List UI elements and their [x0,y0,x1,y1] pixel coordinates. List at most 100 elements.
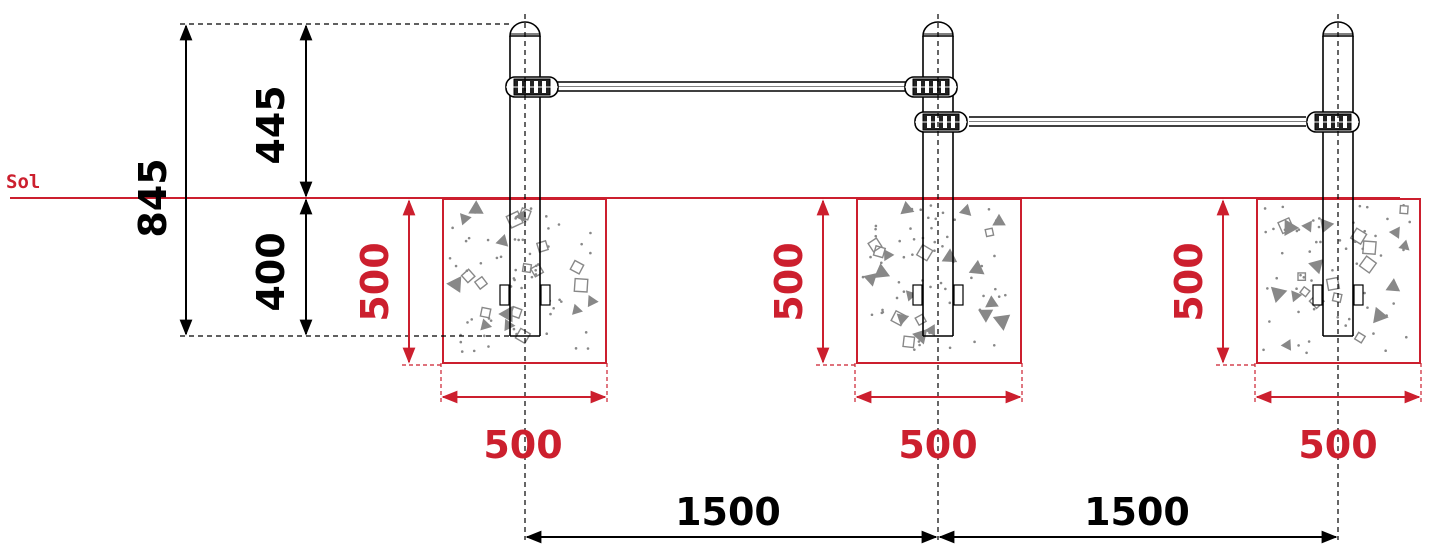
concrete-aggregate [529,263,545,278]
concrete-dot [987,207,991,211]
concrete-dot [584,331,588,334]
concrete-dot [993,254,996,258]
concrete-dot [933,249,936,253]
concrete-aggregate [873,263,891,279]
concrete-aggregate [1385,278,1401,292]
footing-1 [442,198,607,364]
concrete-aggregate [968,259,985,275]
concrete-dot [1386,217,1389,221]
total-height-value: 845 [131,158,175,237]
rail-lower [969,116,1306,127]
concrete-dot [912,237,916,241]
concrete-dot [534,273,538,276]
concrete-dot [927,216,930,220]
rail-clamp-2 [904,76,958,98]
concrete-dot [466,321,469,324]
concrete-dot [1308,250,1312,253]
above-ground-value: 445 [249,85,293,164]
concrete-dot [939,281,943,285]
concrete-aggregate [1373,306,1389,324]
concrete-dot [874,234,878,238]
concrete-aggregate [569,259,585,275]
concrete-dot [1299,273,1302,277]
concrete-aggregate [587,294,599,308]
concrete-dot [982,294,985,298]
concrete-dot [520,286,523,290]
concrete-dot [467,236,471,240]
concrete-dot [918,343,921,347]
concrete-dot [1266,287,1269,290]
concrete-dot [549,312,552,316]
concrete-dot [895,296,899,300]
concrete-dot [1272,227,1275,231]
concrete-dot [1305,351,1308,355]
concrete-dot [902,290,906,293]
concrete-dot [898,239,901,243]
concrete-dot [1366,306,1369,309]
concrete-dot [911,253,914,256]
footing-width-value-3: 500 [1298,423,1377,467]
concrete-dot [897,280,901,284]
concrete-dot [930,226,933,230]
concrete-aggregate [473,275,489,291]
concrete-dot [534,268,537,272]
concrete-aggregate [1280,339,1292,351]
concrete-aggregate [1331,292,1343,304]
concrete-dot [1384,349,1387,353]
concrete-dot [512,327,516,331]
concrete-dot [589,231,592,235]
concrete-aggregate [1284,219,1300,237]
concrete-aggregate [978,309,994,323]
concrete-dot [980,264,984,268]
concrete-dot [1317,225,1321,229]
concrete-dot [944,287,947,291]
concrete-dot [558,298,561,302]
concrete-dot [929,204,933,207]
rail-clamp-1 [505,76,559,98]
concrete-dot [941,211,945,215]
concrete-aggregate [958,203,972,216]
concrete-dot [586,347,590,350]
spacing-value-2: 1500 [1084,490,1190,534]
concrete-aggregate [1398,239,1410,251]
concrete-dot [934,217,938,221]
concrete-aggregate [518,206,532,221]
concrete-aggregate [992,213,1006,226]
concrete-dot [992,344,996,347]
concrete-aggregate [1358,255,1378,274]
concrete-dot [1392,302,1395,305]
concrete-dot [1307,340,1311,343]
concrete-dot [870,313,874,317]
concrete-dot [1281,205,1285,209]
concrete-dot [945,235,949,239]
concrete-dot [874,227,877,231]
concrete-dot [881,308,884,312]
concrete-aggregate [1388,226,1400,239]
concrete-aggregate [900,200,915,215]
concrete-aggregate [1362,240,1377,255]
rail-upper [556,81,906,92]
concrete-dot [460,350,464,353]
concrete-dot [881,310,885,314]
concrete-dot [545,215,548,218]
concrete-dot [1344,324,1348,327]
concrete-dot [557,223,561,226]
concrete-aggregate [890,309,907,327]
concrete-dot [499,255,503,259]
concrete-aggregate [1299,285,1311,298]
concrete-dot [530,275,534,279]
concrete-dot [874,224,878,228]
concrete-dot [913,348,916,351]
concrete-dot [1365,205,1369,209]
concrete-aggregate [883,249,895,262]
concrete-dot [545,332,549,335]
concrete-dot [1280,251,1284,255]
concrete-dot [933,240,937,244]
concrete-dot [948,301,952,305]
concrete-dot [552,306,555,310]
ground-label: Sol [6,171,40,193]
concrete-dot [514,268,518,272]
concrete-aggregate [1297,272,1307,281]
concrete-dot [973,340,976,344]
concrete-dot [1355,262,1359,265]
